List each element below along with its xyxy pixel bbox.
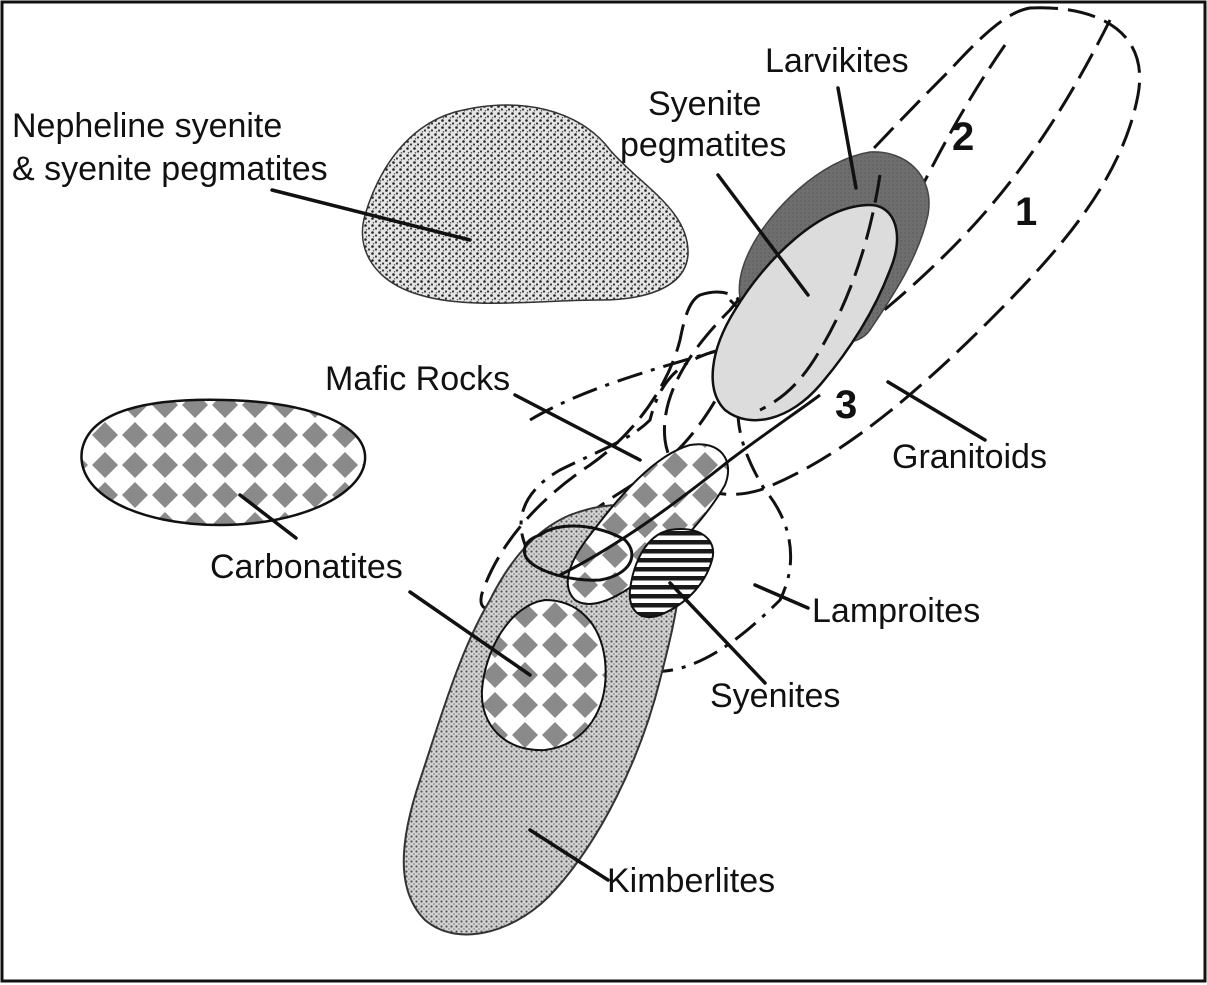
label-mafic-rocks: Mafic Rocks [325,360,510,398]
carbonatites-field-left [80,398,367,527]
syenite-pegmatites-leader [716,173,810,297]
label-granitoids: Granitoids [892,438,1047,476]
lamproites-divider [529,348,721,422]
label-syenite-pegmatites-1: Syenite [648,85,761,123]
label-granitoid-field-2: 2 [952,115,974,159]
label-syenites: Syenites [710,677,840,715]
label-larvikites: Larvikites [765,42,909,80]
syenite-trend-line [559,393,821,577]
label-nepheline-syenite-1: Nepheline syenite [12,107,282,145]
label-nepheline-syenite-2: & syenite pegmatites [12,150,328,188]
label-lamproites: Lamproites [812,592,980,630]
syenite-pegmatites-dash [759,174,882,412]
lamproites-subfield [522,524,634,582]
label-granitoid-field-1: 1 [1015,190,1037,234]
lamproites-leader [753,583,810,610]
granitoids-leader [886,380,987,442]
label-carbonatites: Carbonatites [210,548,403,586]
kimberlites-leader [528,828,610,882]
mafic-rocks-leader [513,393,642,462]
syenites-leader [668,581,767,685]
carbonatites-field-central [566,443,730,605]
syenites-field [628,528,715,618]
syenite-pegmatites-field [711,203,899,422]
label-kimberlites: Kimberlites [607,862,775,900]
larvikites-leader [836,86,858,190]
carbonatites-lower-leader [408,590,532,677]
granitoids-field [662,6,1142,496]
nepheline-leader [270,188,472,242]
carbonatites-left-leader [238,493,298,540]
label-granitoid-field-3: 3 [835,383,857,427]
label-syenite-pegmatites-2: pegmatites [620,126,786,164]
